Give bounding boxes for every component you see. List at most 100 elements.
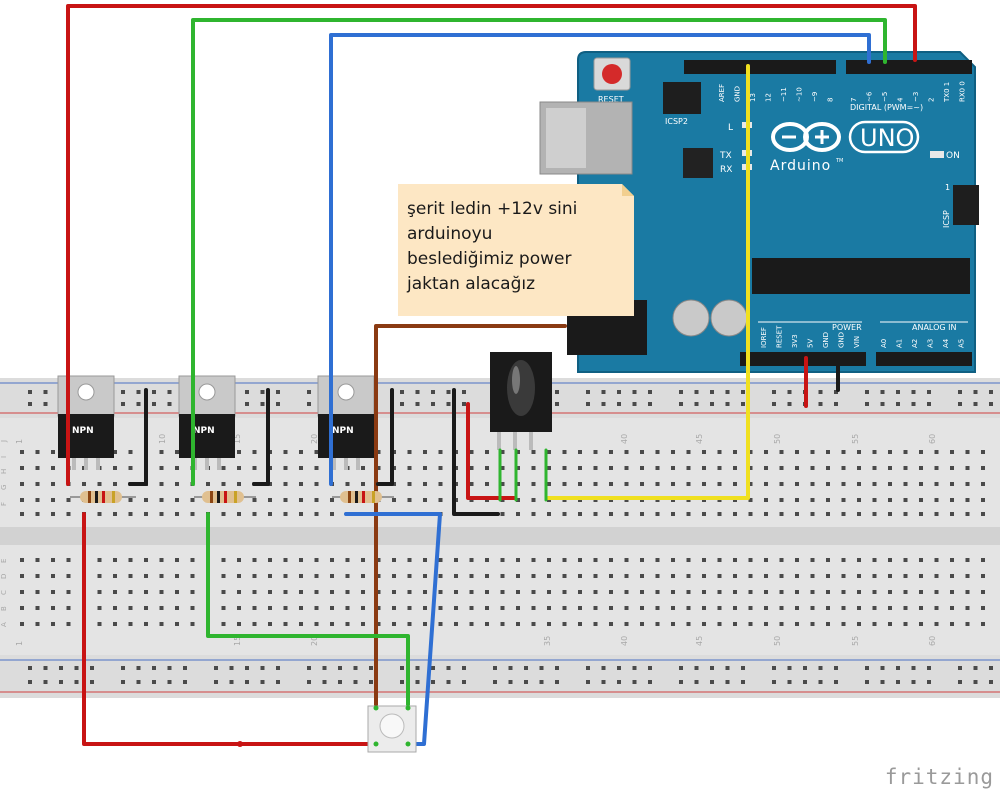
breadboard-hole <box>20 590 24 594</box>
breadboard-hole <box>710 680 714 684</box>
reset-button-cap[interactable] <box>602 64 622 84</box>
breadboard-hole <box>237 574 241 578</box>
breadboard-hole <box>547 450 551 454</box>
on-led <box>930 151 944 158</box>
breadboard-hole <box>283 512 288 516</box>
breadboard-hole <box>725 402 730 406</box>
breadboard-hole <box>438 606 443 610</box>
breadboard-hole <box>28 666 32 670</box>
breadboard-hole <box>338 680 342 684</box>
breadboard-hole <box>415 402 420 406</box>
green-wire-pin5 <box>191 18 887 486</box>
breadboard-hole <box>779 498 784 502</box>
breadboard-hole <box>43 390 48 394</box>
yellow-wire-signal <box>546 64 750 500</box>
breadboard-hole <box>144 574 148 578</box>
breadboard-hole <box>97 590 102 594</box>
breadboard-hole <box>733 606 737 610</box>
breadboard-hole <box>826 450 830 454</box>
breadboard-hole <box>524 680 528 684</box>
icsp2-header <box>663 82 701 114</box>
breadboard-hole <box>423 606 427 610</box>
breadboard-hole <box>74 666 79 670</box>
breadboard-hole <box>834 402 838 406</box>
breadboard-hole <box>485 590 489 594</box>
breadboard-hole <box>981 622 985 626</box>
breadboard-hole <box>896 402 900 406</box>
breadboard-hole <box>51 466 55 470</box>
breadboard-hole <box>407 590 412 594</box>
breadboard-hole <box>919 498 923 502</box>
breadboard-hole <box>865 680 869 684</box>
breadboard-hole <box>128 590 133 594</box>
breadboard-hole <box>51 512 55 516</box>
breadboard-hole <box>562 466 567 470</box>
breadboard-hole <box>361 590 365 594</box>
breadboard-hole <box>392 590 396 594</box>
breadboard-hole <box>779 482 784 486</box>
breadboard-hole <box>702 466 706 470</box>
breadboard-hole <box>159 482 164 486</box>
breadboard-hole <box>345 590 350 594</box>
breadboard-hole <box>516 558 520 562</box>
breadboard-hole <box>686 558 691 562</box>
breadboard-hole <box>888 574 892 578</box>
breadboard-hole <box>500 606 505 610</box>
breadboard-hole <box>989 390 993 394</box>
breadboard-hole <box>128 450 133 454</box>
breadboard-hole <box>919 466 923 470</box>
breadboard-hole <box>500 558 505 562</box>
breadboard-hole <box>392 606 396 610</box>
breadboard-hole <box>438 498 443 502</box>
breadboard-hole <box>159 466 164 470</box>
uno-badge <box>848 120 920 154</box>
breadboard-hole <box>950 606 954 610</box>
breadboard-hole <box>423 590 427 594</box>
breadboard-hole <box>392 558 396 562</box>
breadboard-hole <box>981 482 985 486</box>
breadboard-hole <box>330 574 334 578</box>
breadboard-hole <box>725 680 730 684</box>
breadboard-hole <box>857 450 861 454</box>
breadboard-hole <box>531 574 536 578</box>
breadboard-hole <box>547 512 551 516</box>
breadboard-hole <box>810 590 815 594</box>
breadboard-hole <box>307 666 311 670</box>
breadboard-hole <box>438 450 443 454</box>
breadboard-hole <box>919 590 923 594</box>
breadboard-hole <box>888 482 892 486</box>
breadboard-hole <box>911 680 916 684</box>
power-pin-label: 5V <box>807 339 815 348</box>
breadboard-hole <box>562 606 567 610</box>
black-wire-ir-gnd <box>452 388 500 516</box>
breadboard-hole <box>872 590 877 594</box>
breadboard-hole <box>283 622 288 626</box>
breadboard-hole <box>857 558 861 562</box>
breadboard-hole <box>686 590 691 594</box>
breadboard-hole <box>989 680 993 684</box>
breadboard-hole <box>400 666 404 670</box>
breadboard-hole <box>159 574 164 578</box>
breadboard-hole <box>586 666 590 670</box>
breadboard-hole <box>531 482 536 486</box>
breadboard-hole <box>454 558 458 562</box>
breadboard-hole <box>469 590 474 594</box>
breadboard-hole <box>462 680 466 684</box>
breadboard-hole <box>159 512 164 516</box>
breadboard-hole <box>128 498 133 502</box>
breadboard-hole <box>175 558 179 562</box>
breadboard-hole <box>446 666 451 670</box>
breadboard-hole <box>167 666 172 670</box>
transistor-label: NPN <box>332 426 354 436</box>
breadboard-hole <box>919 512 923 516</box>
resistor-3 <box>332 491 394 503</box>
breadboard-hole <box>268 512 272 516</box>
breadboard-hole <box>872 498 877 502</box>
breadboard-hole <box>624 512 629 516</box>
breadboard-hole <box>958 666 962 670</box>
breadboard-hole <box>764 512 768 516</box>
red-wire-strip-r <box>82 512 374 746</box>
breadboard-hole <box>686 622 691 626</box>
breadboard-hole <box>888 498 892 502</box>
breadboard-hole <box>221 606 226 610</box>
